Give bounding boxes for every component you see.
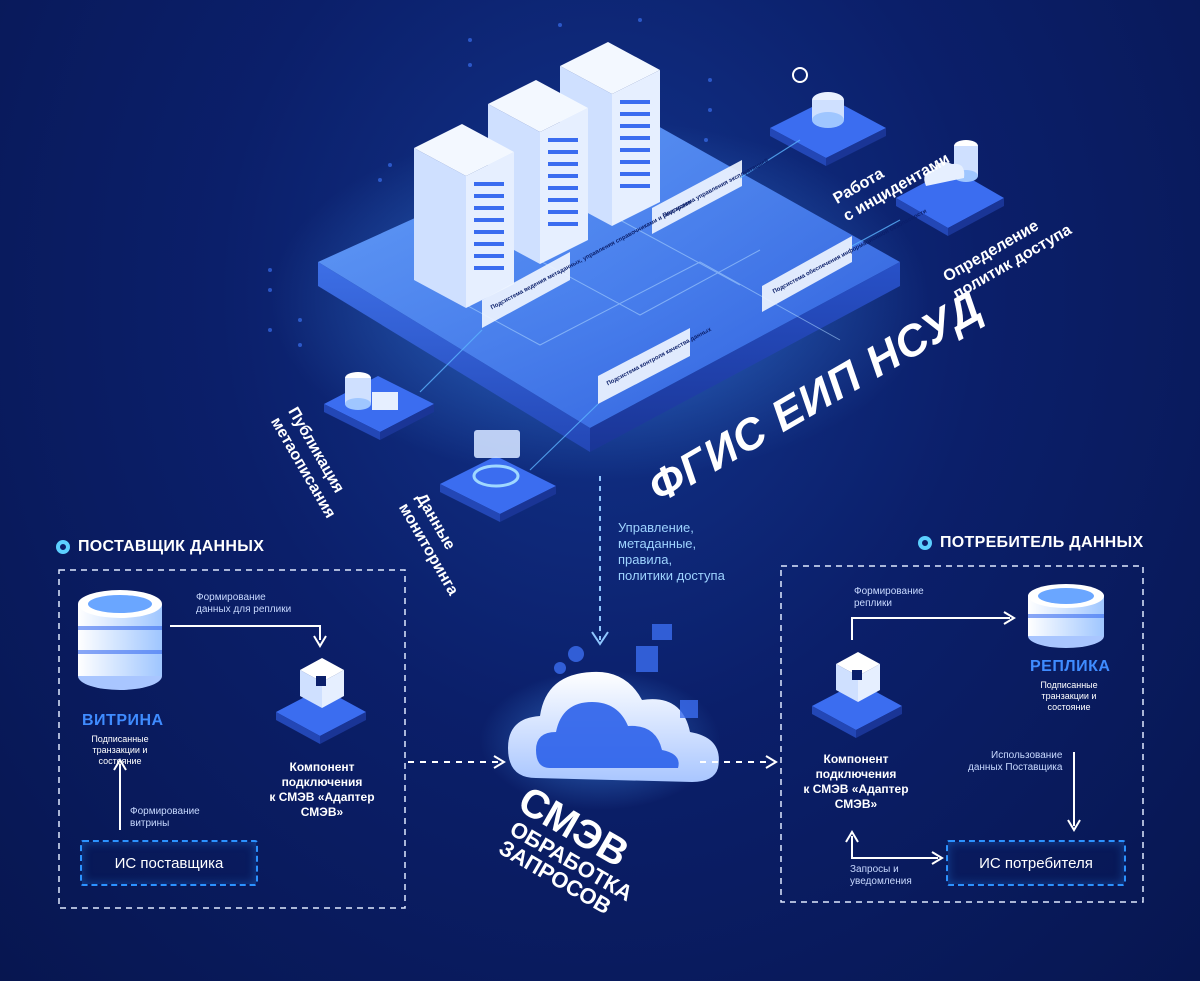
subsystem-plate: [598, 328, 690, 404]
provider-adapter-label: Компонент подключения к СМЭВ «Адаптер СМ…: [269, 760, 375, 819]
provider-replica-flow-label: Формирование данных для реплики: [196, 592, 292, 615]
consumer-replica-flow-label: Формирование реплики: [854, 586, 924, 609]
consumer-requests-label: Запросы и уведомления: [850, 864, 912, 887]
replica-database-icon: [1028, 584, 1104, 648]
provider-is-box: ИС поставщика: [80, 840, 258, 886]
platform-right-face: [590, 262, 900, 452]
provider-showcase-flow-label: Формирование витрины: [130, 806, 200, 829]
satellite-incidents: [770, 67, 886, 166]
platform-top: [318, 116, 900, 428]
consumer-is-box: ИС потребителя: [946, 840, 1126, 886]
consumer-section-title: ПОТРЕБИТЕЛЬ ДАННЫХ: [918, 534, 1143, 552]
consumer-adapter-icon: [812, 652, 902, 738]
section-marker-icon: [56, 540, 70, 554]
consumer-arrows: [845, 611, 1081, 865]
subsystem-plates: [482, 160, 852, 404]
replica-name: РЕПЛИКА: [1030, 658, 1111, 675]
section-marker-icon: [918, 536, 932, 550]
showcase-caption: Подписанные транзакции и состояние: [91, 734, 149, 766]
showcase-database-icon: [78, 590, 162, 690]
smev-icons: [554, 624, 698, 718]
control-flow-label: Управление, метаданные, правила, политик…: [618, 520, 725, 583]
server-tower: [414, 124, 514, 308]
subsystem-plate: [482, 252, 570, 328]
smev-cloud: [480, 624, 720, 810]
satellite-publication: [324, 372, 434, 440]
control-flow-arrow: [591, 476, 609, 646]
subsystem-plate: [762, 236, 852, 312]
consumer-frame: [780, 565, 1144, 903]
provider-frame: [58, 569, 406, 909]
satellite-monitoring: [440, 430, 556, 522]
consumer-adapter-label: Компонент подключения к СМЭВ «Адаптер СМ…: [803, 752, 909, 811]
showcase-name: ВИТРИНА: [82, 712, 164, 729]
smev-flow-arrows: [408, 755, 778, 769]
provider-section-title: ПОСТАВЩИК ДАННЫХ: [56, 538, 264, 556]
satellite-links: [419, 139, 901, 471]
satellite-access: [896, 140, 1004, 236]
server-towers: [414, 42, 660, 308]
platform-left-face: [318, 262, 590, 452]
provider-arrows: [113, 625, 327, 830]
replica-caption: Подписанные транзакции и состояние: [1040, 680, 1098, 712]
consumer-usage-label: Использование данных Поставщика: [968, 750, 1063, 773]
provider-adapter-icon: [276, 658, 366, 744]
subsystem-plate: [652, 160, 742, 234]
